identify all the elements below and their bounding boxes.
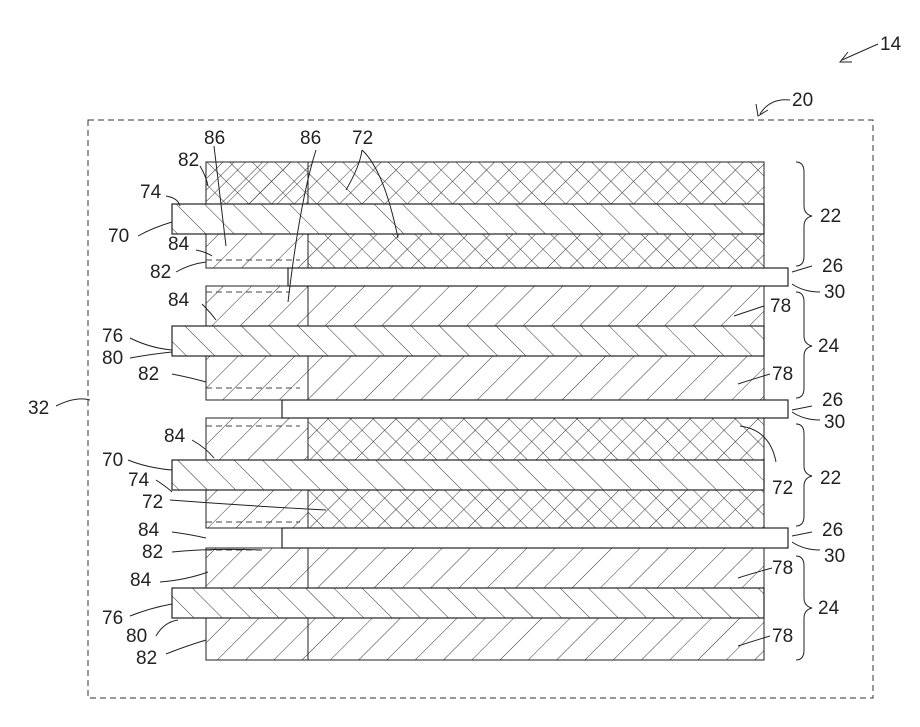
label-26: 26 xyxy=(822,520,843,541)
label-84: 84 xyxy=(168,290,190,311)
arrow-20 xyxy=(756,100,790,116)
layer-cathode-2 xyxy=(206,356,764,400)
label-76: 76 xyxy=(102,608,123,629)
layer-cathode-3 xyxy=(206,548,764,588)
layer-anode-top xyxy=(206,162,764,204)
separator-26-first xyxy=(288,268,788,286)
label-76: 76 xyxy=(102,326,123,347)
label-82: 82 xyxy=(178,150,199,171)
label-82: 82 xyxy=(136,648,157,669)
label-82: 82 xyxy=(142,542,163,563)
layer-anode-4 xyxy=(206,490,764,528)
current-collector-70-top xyxy=(172,204,764,234)
label-74: 74 xyxy=(140,182,162,203)
label-14: 14 xyxy=(880,34,902,55)
label-26: 26 xyxy=(822,390,843,411)
label-22: 22 xyxy=(820,468,841,489)
label-30: 30 xyxy=(824,282,845,303)
label-84: 84 xyxy=(164,426,186,447)
bracket-22-top xyxy=(796,162,812,266)
separator-26-second xyxy=(282,400,788,418)
label-86: 86 xyxy=(204,128,225,149)
label-20: 20 xyxy=(792,90,813,111)
arrow-14 xyxy=(840,44,878,62)
label-30: 30 xyxy=(824,546,845,567)
label-72: 72 xyxy=(772,478,793,499)
bracket-24-bottom xyxy=(796,556,812,660)
label-26: 26 xyxy=(822,256,843,277)
label-70: 70 xyxy=(102,450,123,471)
separator-26-third xyxy=(282,528,788,548)
label-80: 80 xyxy=(102,348,123,369)
label-74: 74 xyxy=(128,470,150,491)
label-84: 84 xyxy=(168,234,190,255)
label-78: 78 xyxy=(772,558,793,579)
label-70: 70 xyxy=(108,226,129,247)
label-22: 22 xyxy=(820,206,841,227)
label-78: 78 xyxy=(772,626,793,647)
current-collector-70-bottom xyxy=(172,460,764,490)
bracket-22-bottom xyxy=(796,424,812,526)
label-86: 86 xyxy=(300,128,321,149)
layer-anode-3 xyxy=(206,418,764,460)
label-32: 32 xyxy=(28,398,49,419)
current-collector-76-bottom xyxy=(172,588,764,618)
label-30: 30 xyxy=(824,412,845,433)
label-24: 24 xyxy=(818,598,840,619)
label-78: 78 xyxy=(772,364,793,385)
label-84: 84 xyxy=(138,520,160,541)
label-72: 72 xyxy=(352,128,373,149)
bracket-24-top xyxy=(796,292,812,398)
layer-anode-2 xyxy=(206,234,764,268)
label-82: 82 xyxy=(138,364,159,385)
layer-cathode-4 xyxy=(206,618,764,660)
label-24: 24 xyxy=(818,336,840,357)
label-84: 84 xyxy=(130,570,152,591)
label-78: 78 xyxy=(770,296,791,317)
label-72: 72 xyxy=(142,492,163,513)
label-80: 80 xyxy=(126,626,147,647)
label-82: 82 xyxy=(150,262,171,283)
current-collector-76-top xyxy=(172,326,764,356)
